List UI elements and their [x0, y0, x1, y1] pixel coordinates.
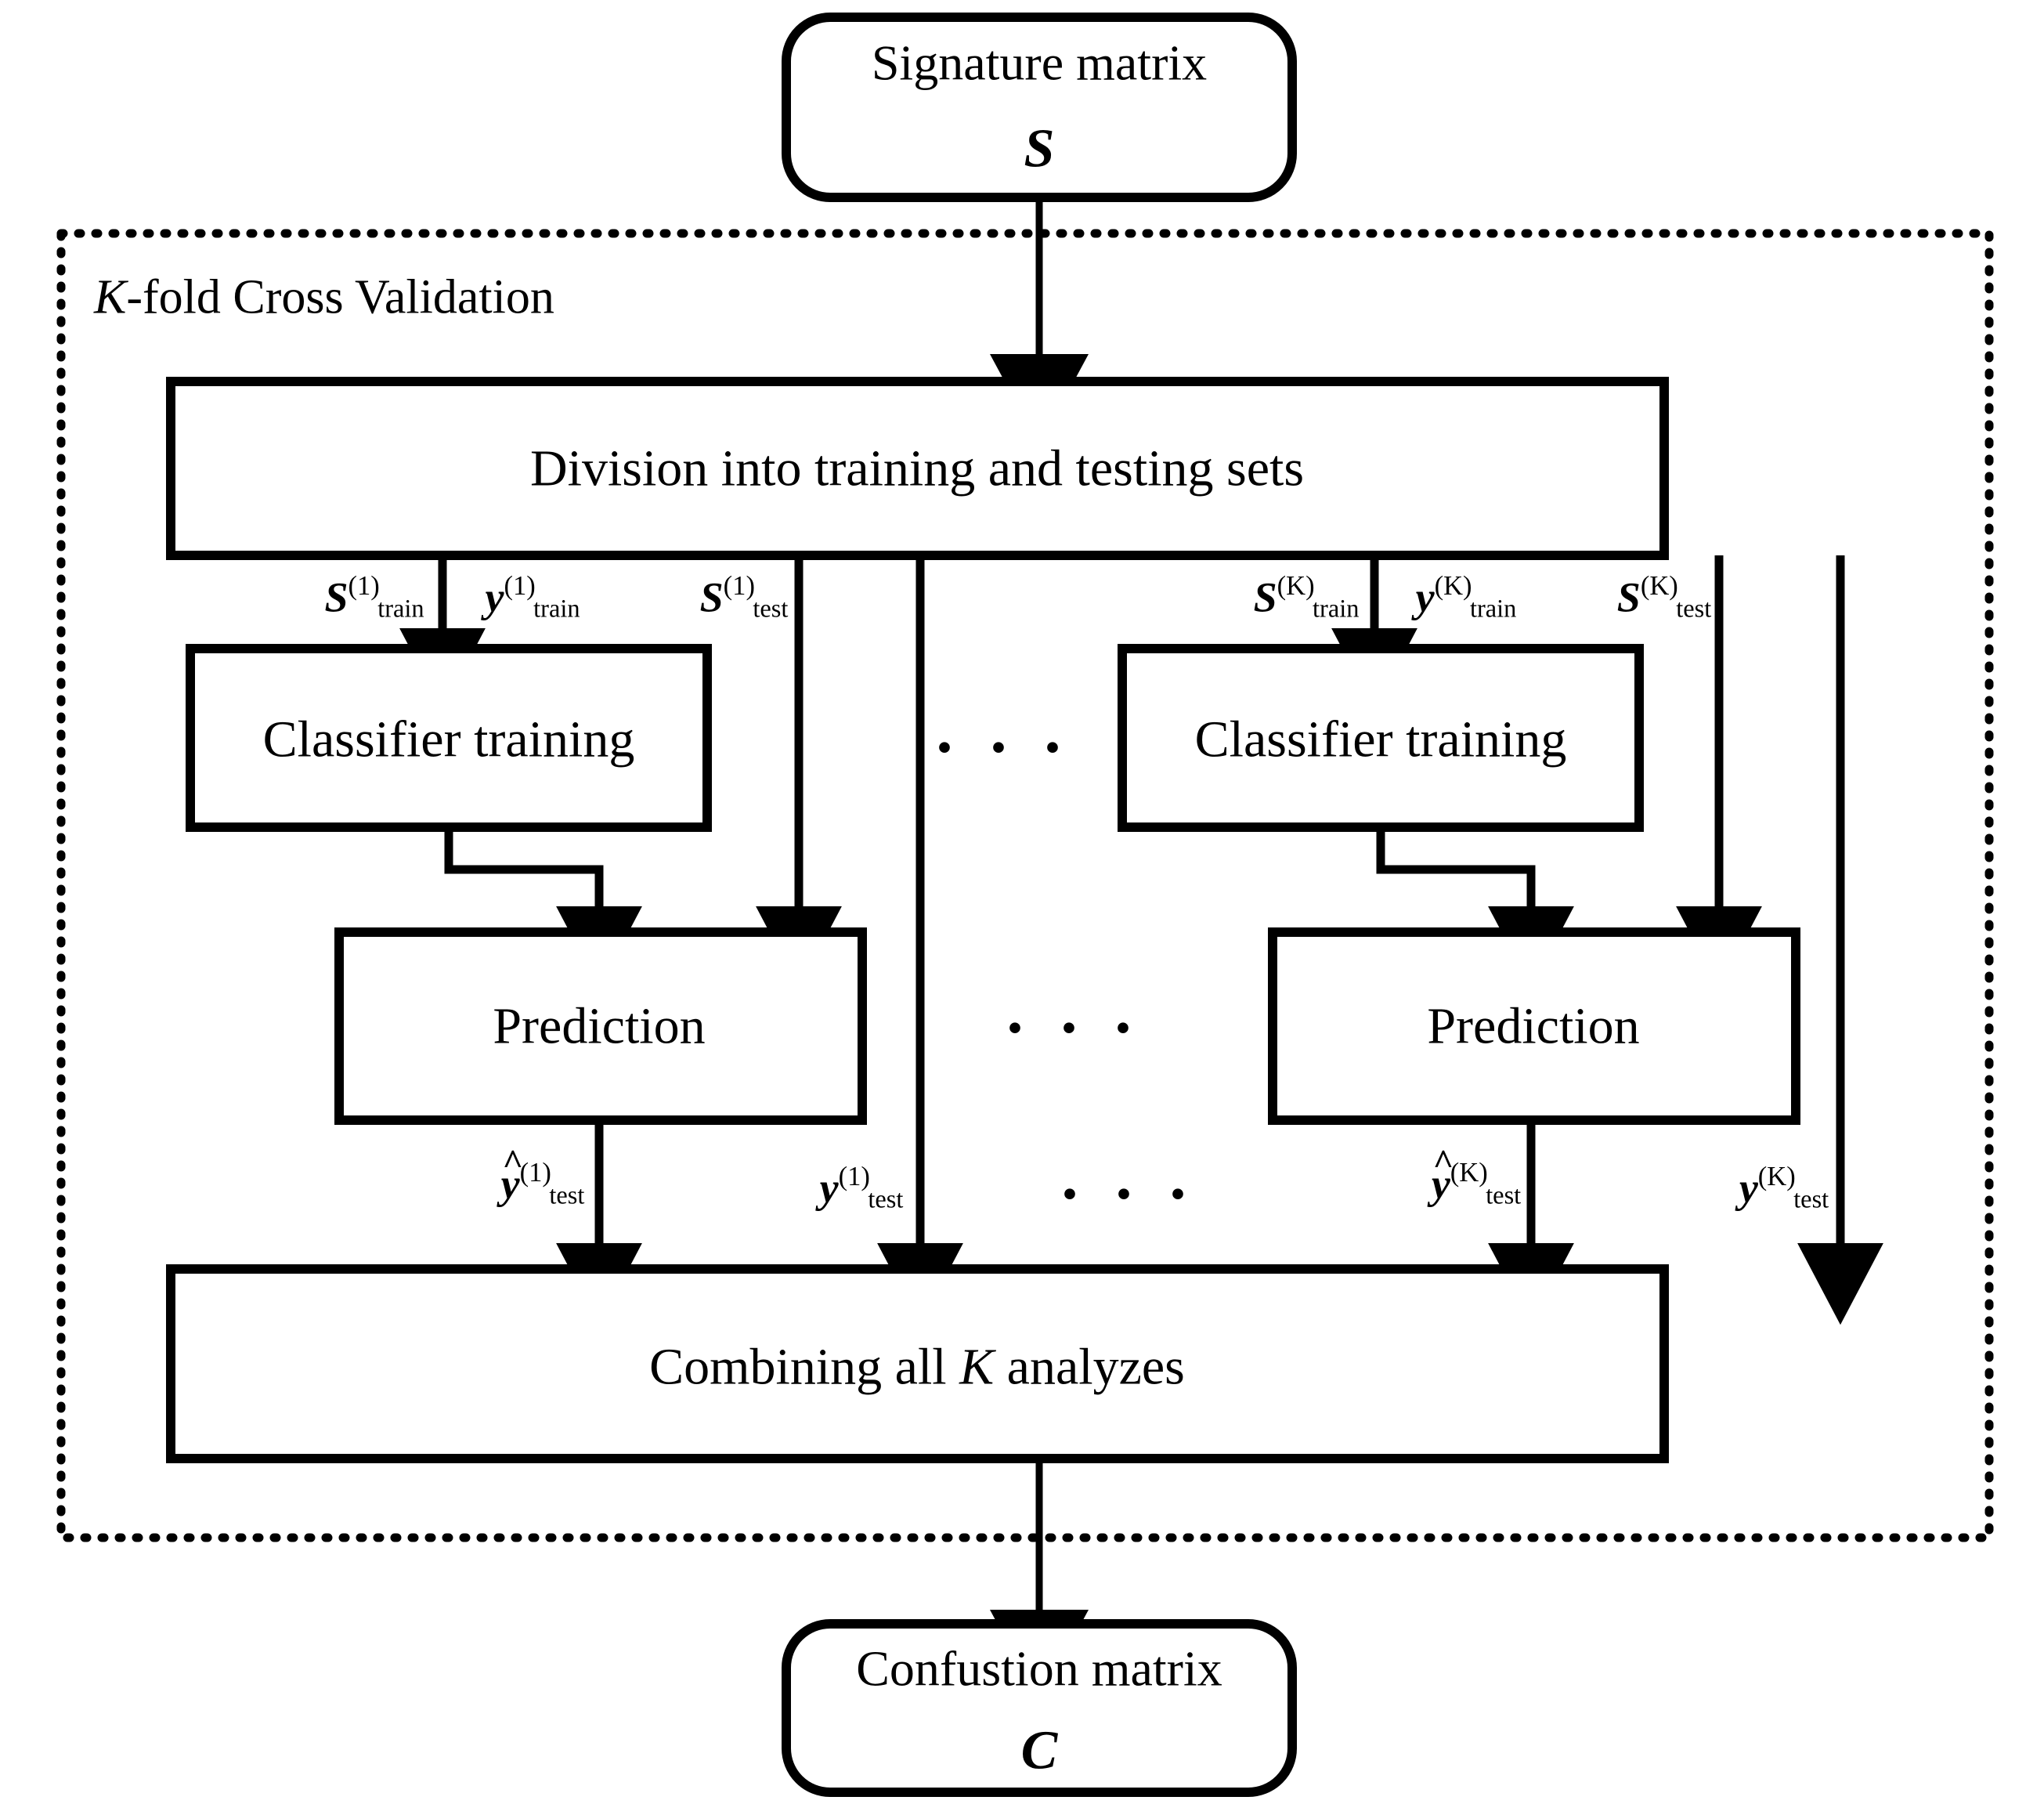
division-box-label: Division into training and testing sets — [529, 439, 1305, 497]
edge-label-y-test-1-sym: y — [819, 1164, 839, 1212]
classifier-training-left-label: Classifier training — [262, 710, 635, 768]
ellipsis-prediction-row: · · · — [1003, 991, 1143, 1065]
signature-matrix-label: Signature matrix — [871, 34, 1208, 91]
edge-label-y-train-K-sym: y — [1415, 573, 1435, 621]
edge-label-y-test-1: y(1)test — [819, 1163, 904, 1214]
combining-box-label: Combining all K analyzes — [649, 1339, 1185, 1394]
edge-label-y-train-K: y(K)train — [1415, 573, 1517, 622]
combining-box-label-post: analyzes — [994, 1338, 1185, 1396]
edge-label-yhat-test-1: ^y(1)test — [500, 1143, 585, 1210]
signature-matrix-symbol: S — [1024, 118, 1055, 179]
edge-label-yhat-test-K: ^y(K)test — [1431, 1143, 1522, 1210]
edge-label-s-test-1-sub: test — [753, 595, 789, 624]
elbow-classifier-left-to-prediction-left — [444, 827, 642, 989]
hat-accent-icon-2: ^ — [1432, 1141, 1454, 1182]
kfold-group-title-k: K — [94, 270, 127, 324]
edge-label-y-train-1-sup: (1) — [504, 571, 536, 602]
edge-label-s-train-K: S(K)train — [1253, 573, 1360, 622]
kfold-group-title: K-fold Cross Validation — [94, 272, 554, 323]
edge-label-s-train-1: S(1)train — [324, 573, 424, 622]
edge-label-s-train-1-sup: (1) — [348, 571, 380, 602]
edge-label-s-test-1-sym: S — [699, 573, 724, 621]
classifier-training-right-label: Classifier training — [1194, 710, 1567, 768]
edge-label-yhat-test-1-sym: y — [500, 1160, 520, 1208]
combining-box-label-pre: Combining all — [649, 1338, 960, 1396]
edge-label-y-test-K-sup: (K) — [1757, 1162, 1796, 1192]
ellipsis-labels-row: · · · — [1058, 1157, 1197, 1231]
edge-label-s-test-K-sym: S — [1616, 573, 1641, 621]
confusion-matrix-symbol: C — [1020, 1720, 1058, 1781]
ellipsis-classifier-row: · · · — [933, 710, 1072, 784]
combining-box-shape — [166, 1264, 1669, 1463]
edge-label-y-test-1-sup: (1) — [838, 1162, 870, 1192]
classifier-training-left-shape — [186, 644, 712, 832]
kfold-group-container — [56, 229, 1994, 1542]
edge-label-s-train-K-sub: train — [1313, 595, 1360, 624]
edge-label-y-test-K-sym: y — [1739, 1164, 1758, 1212]
edge-label-y-test-K-sub: test — [1793, 1185, 1829, 1214]
edge-label-yhat-test-1-sub: test — [549, 1181, 585, 1210]
edge-label-s-test-1-sup: (1) — [723, 571, 755, 602]
edge-label-y-train-K-sup: (K) — [1434, 571, 1472, 602]
edge-label-yhat-test-1-sup: (1) — [519, 1158, 551, 1188]
hat-accent-icon: ^ — [502, 1141, 524, 1182]
edge-label-y-train-1-sym: y — [485, 573, 504, 621]
edge-label-s-train-K-sup: (K) — [1277, 571, 1315, 602]
confusion-matrix-node-shape — [782, 1619, 1297, 1797]
edge-label-yhat-test-K-sym: y — [1431, 1160, 1450, 1208]
kfold-group-title-rest: -fold Cross Validation — [126, 270, 554, 324]
edge-label-s-train-K-sym: S — [1253, 573, 1277, 621]
division-box-shape — [166, 377, 1669, 560]
edge-label-y-train-K-sub: train — [1470, 595, 1517, 624]
prediction-right-shape — [1268, 927, 1800, 1125]
edge-label-yhat-test-K-sub: test — [1486, 1181, 1522, 1210]
elbow-classifier-right-to-prediction-right — [1376, 827, 1574, 989]
edge-label-s-train-1-sub: train — [377, 595, 424, 624]
edge-label-s-test-K-sup: (K) — [1640, 571, 1678, 602]
edge-label-s-test-K-sub: test — [1676, 595, 1712, 624]
edge-label-y-train-1: y(1)train — [485, 573, 580, 622]
combining-box-label-k: K — [959, 1338, 995, 1396]
edge-label-s-test-1: S(1)test — [699, 573, 789, 622]
confusion-matrix-label: Confustion matrix — [856, 1640, 1222, 1697]
edge-label-yhat-test-K-sup: (K) — [1450, 1158, 1488, 1188]
edge-label-y-test-1-sub: test — [868, 1185, 904, 1214]
edge-label-s-test-K: S(K)test — [1616, 573, 1711, 622]
edge-label-y-train-1-sub: train — [533, 595, 580, 624]
edge-label-y-test-K: y(K)test — [1739, 1163, 1829, 1214]
edge-label-s-train-1-sym: S — [324, 573, 348, 621]
prediction-right-label: Prediction — [1427, 997, 1640, 1055]
prediction-left-label: Prediction — [493, 997, 706, 1055]
